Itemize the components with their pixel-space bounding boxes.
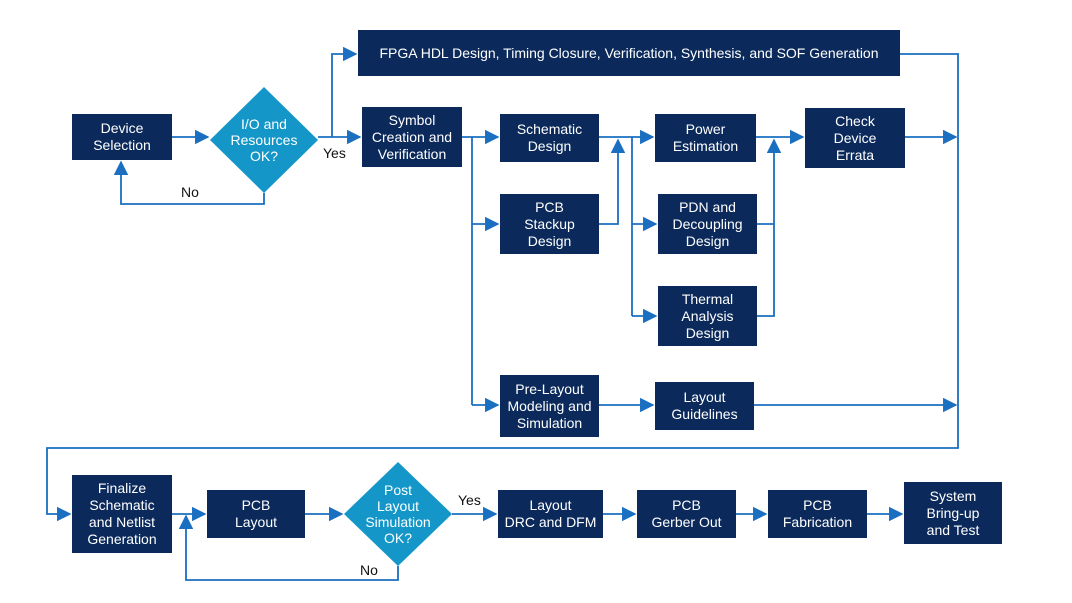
- edge-label-yes-post: Yes: [458, 492, 481, 508]
- node-schematic-design: Schematic Design: [500, 114, 599, 162]
- edge-label-no-io: No: [181, 184, 199, 200]
- edge-stackup-up: [599, 138, 626, 225]
- node-gerber-out: PCB Gerber Out: [637, 490, 736, 538]
- node-layout-guidelines: Layout Guidelines: [655, 382, 754, 430]
- node-power-estimation: Power Estimation: [655, 114, 756, 162]
- node-finalize-schematic: Finalize Schematic and Netlist Generatio…: [72, 475, 172, 553]
- node-pdn-decoupling: PDN and Decoupling Design: [658, 194, 757, 254]
- node-symbol-creation: Symbol Creation and Verification: [362, 107, 462, 167]
- node-device-selection: Device Selection: [72, 114, 172, 160]
- decision-diamond-post-layout: [344, 462, 452, 566]
- node-pcb-layout: PCB Layout: [207, 490, 305, 538]
- edge-label-no-post: No: [360, 562, 378, 578]
- edge-thermal-up: [757, 138, 782, 317]
- node-check-errata: Check Device Errata: [805, 108, 905, 168]
- edge-fpga-down: [46, 53, 959, 522]
- node-system-bring-up: System Bring-up and Test: [904, 482, 1002, 544]
- decision-io-resources-ok: I/O and Resources OK?: [230, 116, 298, 164]
- decision-post-layout-ok: Post Layout Simulation OK?: [365, 482, 431, 546]
- edge-io-no: [113, 160, 265, 205]
- node-fpga-hdl-design: FPGA HDL Design, Timing Closure, Verific…: [358, 30, 900, 76]
- edge-label-yes-io: Yes: [323, 145, 346, 161]
- node-pre-layout: Pre-Layout Modeling and Simulation: [500, 375, 599, 437]
- edge-io-to-fpga: [331, 46, 358, 137]
- node-pcb-fabrication: PCB Fabrication: [768, 490, 867, 538]
- node-thermal-analysis: Thermal Analysis Design: [658, 286, 757, 346]
- node-layout-drc-dfm: Layout DRC and DFM: [498, 490, 603, 538]
- decision-diamond-io: [210, 87, 318, 193]
- node-pcb-stackup: PCB Stackup Design: [500, 194, 599, 254]
- edge-post-no: [178, 514, 399, 581]
